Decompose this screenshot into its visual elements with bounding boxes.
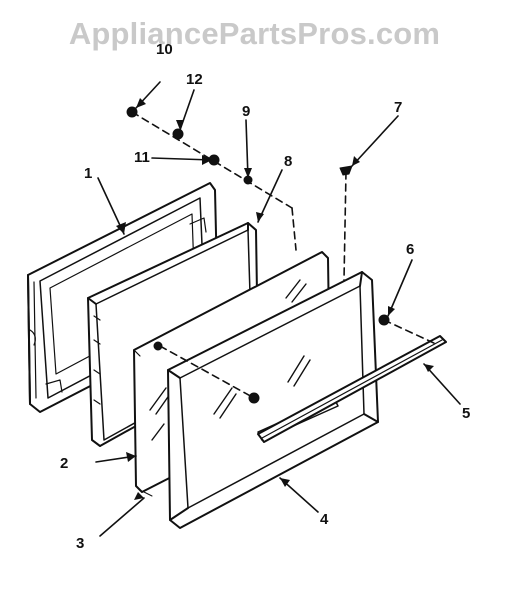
- callout-11: 11: [134, 149, 150, 166]
- callout-9: 9: [242, 103, 250, 120]
- callout-8: 8: [284, 153, 292, 170]
- callout-12: 12: [186, 71, 203, 88]
- door-handle-part: [257, 335, 447, 443]
- callout-1: 1: [84, 165, 92, 182]
- callout-7: 7: [394, 99, 402, 116]
- watermark: AppliancePartsPros.com: [68, 16, 441, 51]
- callout-3: 3: [76, 535, 84, 552]
- callout-2: 2: [60, 455, 68, 472]
- callout-5: 5: [462, 405, 470, 422]
- callout-10: 10: [156, 41, 173, 58]
- callout-6: 6: [406, 241, 414, 258]
- callout-4: 4: [320, 511, 329, 528]
